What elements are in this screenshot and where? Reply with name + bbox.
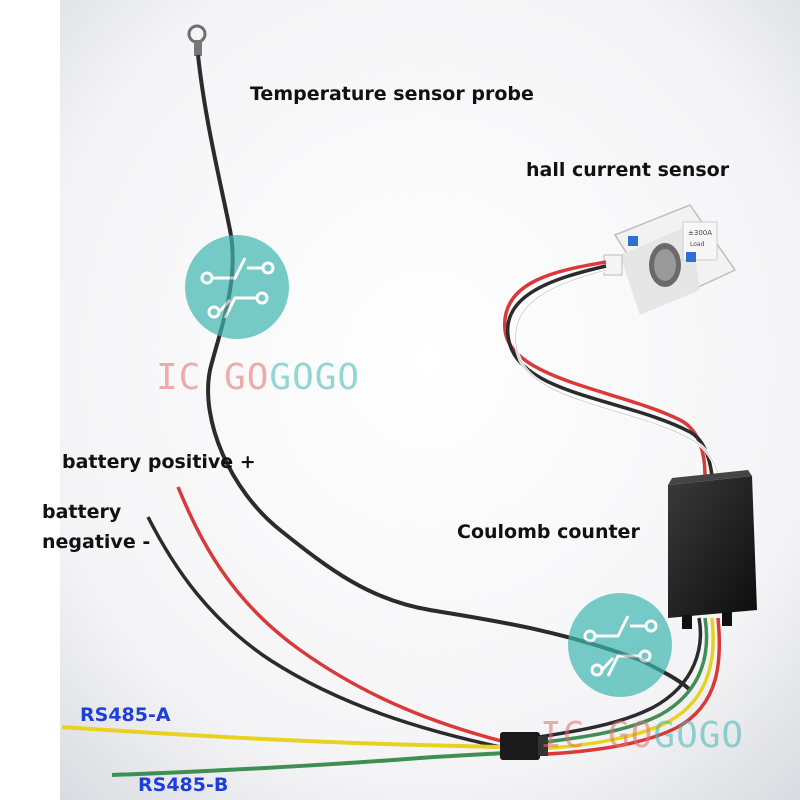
probe-ring-terminal	[187, 24, 207, 56]
watermark-logo-top	[185, 235, 289, 339]
rs485-b-label: RS485-B	[138, 774, 229, 796]
battery-negative-label-line1: battery	[42, 501, 122, 523]
battery-positive-wire	[176, 486, 506, 744]
battery-negative-label-line2: negative -	[42, 531, 151, 553]
rs485-a-label: RS485-A	[80, 704, 171, 726]
hall-sensor-wires	[503, 260, 722, 479]
hall-rating-print: ±300A	[688, 229, 712, 237]
battery-negative-wire	[146, 516, 506, 750]
hall-load-print: Load	[690, 241, 705, 248]
temperature-probe-label: Temperature sensor probe	[250, 83, 534, 105]
watermark-text-bottom: IC GOGOGO	[540, 715, 745, 756]
watermark-text-top: IC GOGOGO	[156, 357, 361, 398]
watermark-logo-bottom	[568, 593, 672, 697]
photo-background	[55, 0, 800, 800]
rs485-a-wire	[61, 725, 506, 749]
output-wire-bundle	[519, 617, 722, 757]
wire-connector	[500, 732, 548, 760]
hall-sensor-label: hall current sensor	[526, 159, 730, 181]
rs485-b-wire	[111, 751, 506, 777]
battery-positive-label: battery positive +	[62, 451, 256, 473]
hall-current-sensor: ±300A Load	[603, 204, 737, 315]
coulomb-counter-label: Coulomb counter	[457, 521, 640, 543]
coulomb-counter-box	[668, 470, 757, 629]
